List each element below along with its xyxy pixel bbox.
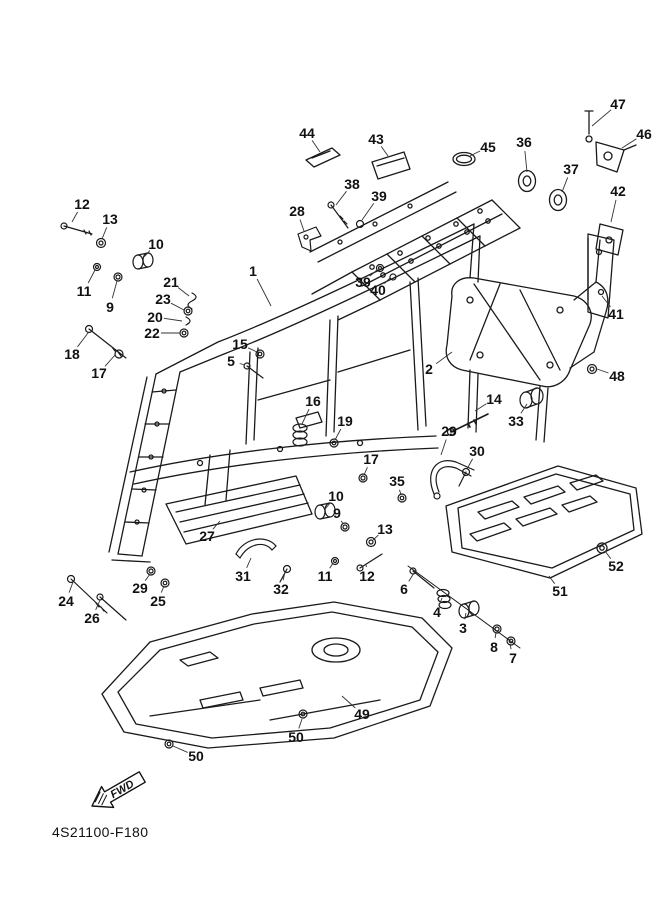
- callout-16: 16: [305, 393, 321, 409]
- callout-5: 5: [227, 353, 235, 369]
- callout-9: 9: [333, 505, 341, 521]
- part-47-bolt: [584, 110, 594, 143]
- callout-17: 17: [91, 365, 107, 381]
- callout-13: 13: [102, 211, 118, 227]
- part-43-plate: [371, 151, 411, 180]
- callout-42: 42: [610, 183, 626, 199]
- callout-46: 46: [636, 126, 652, 142]
- callout-8: 8: [490, 639, 498, 655]
- callout-11: 11: [317, 568, 333, 584]
- callout-29: 29: [441, 423, 457, 439]
- callout-28: 28: [289, 203, 305, 219]
- callout-3: 3: [459, 620, 467, 636]
- callout-41: 41: [608, 306, 624, 322]
- front-frame: [108, 341, 231, 563]
- callout-10: 10: [328, 488, 344, 504]
- right-footrest-board: [445, 465, 643, 579]
- callout-32: 32: [273, 581, 289, 597]
- callout-30: 30: [469, 443, 485, 459]
- callout-36: 36: [516, 134, 532, 150]
- callout-24: 24: [58, 593, 74, 609]
- callout-48: 48: [609, 368, 625, 384]
- callout-23: 23: [155, 291, 171, 307]
- callout-1: 1: [249, 263, 257, 279]
- callout-13: 13: [377, 521, 393, 537]
- callout-39: 39: [371, 188, 387, 204]
- callout-15: 15: [232, 336, 248, 352]
- part-45-oring: [452, 151, 476, 167]
- callout-22: 22: [144, 325, 160, 341]
- left-footrest-panel: [165, 475, 313, 545]
- rear-frame: [445, 233, 615, 443]
- callout-17: 17: [363, 451, 379, 467]
- callout-35: 35: [389, 473, 405, 489]
- callout-33: 33: [508, 413, 524, 429]
- callout-11: 11: [76, 283, 92, 299]
- callout-10: 10: [148, 236, 164, 252]
- callout-20: 20: [147, 309, 163, 325]
- callout-40: 40: [370, 282, 386, 298]
- callout-44: 44: [299, 125, 315, 141]
- callout-9: 9: [106, 299, 114, 315]
- callout-51: 51: [552, 583, 568, 599]
- callout-38: 38: [344, 176, 360, 192]
- main-frame: [129, 223, 481, 485]
- callout-43: 43: [368, 131, 384, 147]
- callout-37: 37: [563, 161, 579, 177]
- fasteners: [60, 201, 598, 749]
- upper-tubes: [309, 181, 457, 263]
- callout-2: 2: [425, 361, 433, 377]
- part-46-bracket: [595, 141, 637, 173]
- callout-31: 31: [235, 568, 251, 584]
- callout-45: 45: [480, 139, 496, 155]
- diagram-code: 4S21100-F180: [52, 824, 149, 840]
- callout-6: 6: [400, 581, 408, 597]
- callout-39: 39: [355, 274, 371, 290]
- callout-12: 12: [359, 568, 375, 584]
- callout-14: 14: [486, 391, 502, 407]
- callout-50: 50: [188, 748, 204, 764]
- callout-25: 25: [150, 593, 166, 609]
- skid-plate: [101, 601, 453, 749]
- callout-21: 21: [163, 274, 179, 290]
- callout-52: 52: [608, 558, 624, 574]
- callout-49: 49: [354, 706, 370, 722]
- callout-47: 47: [610, 96, 626, 112]
- callout-18: 18: [64, 346, 80, 362]
- callout-29: 29: [132, 580, 148, 596]
- callout-7: 7: [509, 650, 517, 666]
- part-37-damper: [548, 188, 568, 212]
- callout-4: 4: [433, 604, 441, 620]
- callout-19: 19: [337, 413, 353, 429]
- callout-12: 12: [74, 196, 90, 212]
- callout-50: 50: [288, 729, 304, 745]
- callout-26: 26: [84, 610, 100, 626]
- part-44-bracket: [305, 147, 341, 168]
- callout-27: 27: [199, 528, 215, 544]
